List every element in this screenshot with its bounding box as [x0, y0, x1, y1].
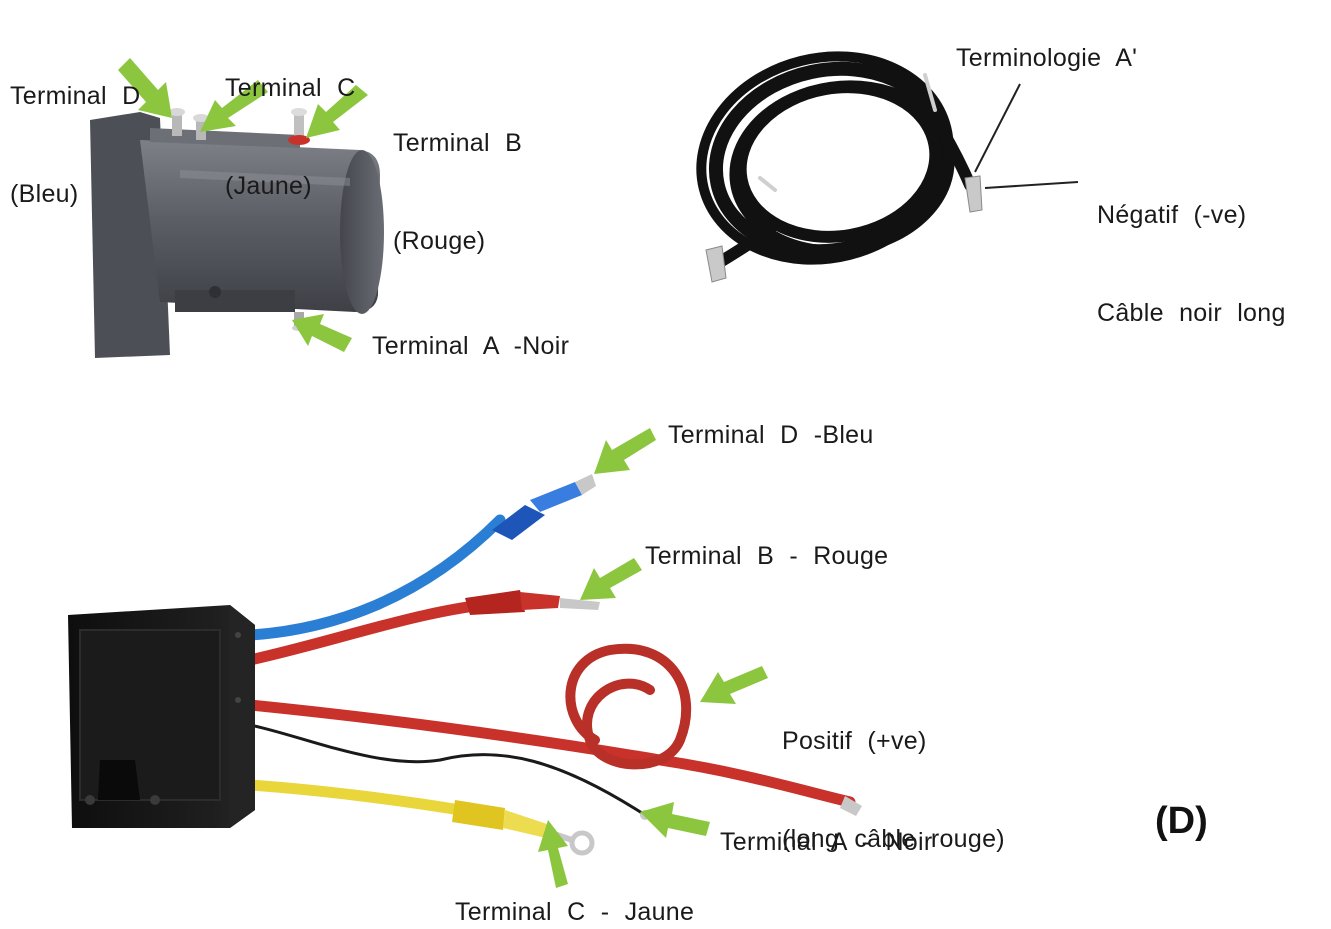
motor-end-cap [340, 150, 384, 314]
label-cable-terminologie: Terminologie A' [956, 44, 1138, 72]
arrow-icon [580, 558, 642, 600]
control-box [68, 605, 255, 828]
label-motor-terminal-b: Terminal B (Rouge) [393, 62, 522, 290]
label-motor-terminal-c: Terminal C (Jaune) [225, 7, 355, 235]
blue-connector [492, 505, 545, 540]
motor-terminal-c [193, 114, 209, 140]
wire-red-positive [244, 699, 856, 808]
label-line: Négatif (-ve) [1097, 201, 1247, 229]
figure-id: (D) [1155, 800, 1208, 842]
wire-yellow [244, 779, 466, 816]
label-line: (Rouge) [393, 226, 486, 255]
box-wires [244, 514, 856, 817]
label-box-positif: Positif (+ve) (long câble rouge) [782, 660, 1005, 888]
arrow-icon [640, 802, 710, 838]
cable-lug [964, 175, 983, 213]
arrow-icon [538, 820, 568, 888]
label-line: Positif (+ve) [782, 727, 927, 755]
wire-black [248, 723, 647, 817]
label-line: (Jaune) [225, 171, 312, 200]
label-box-terminal-d: Terminal D -Bleu [668, 421, 874, 449]
wire-red-loop [565, 643, 692, 770]
arrow-icon [118, 58, 172, 118]
label-line: (Bleu) [10, 179, 79, 208]
wire-blue [244, 514, 506, 641]
winch-motor [90, 108, 384, 358]
red-lug [840, 796, 862, 816]
label-line: Terminal D [10, 82, 141, 110]
arrow-icon [594, 428, 656, 474]
motor-terminal-b [288, 108, 310, 145]
yellow-ring-lug [569, 830, 595, 856]
arrow-icon [306, 85, 368, 138]
label-line: Terminal B [393, 129, 523, 157]
cable-pointer-lines [974, 83, 1079, 189]
arrow-icon [292, 314, 352, 352]
red-connector [465, 590, 525, 615]
motor-foot [175, 290, 295, 312]
yellow-connector [452, 800, 505, 830]
box-arrows [538, 428, 768, 888]
label-line: Terminal C [225, 74, 356, 102]
label-box-terminal-a: Terminal A - Noir [720, 828, 933, 856]
label-box-terminal-b: Terminal B - Rouge [645, 542, 889, 570]
label-motor-terminal-d: Terminal D (Bleu) [10, 15, 140, 243]
cable-lugs [705, 175, 983, 283]
motor-arrows [118, 58, 368, 352]
motor-terminal-d [169, 108, 185, 136]
label-line: (long câble rouge) [782, 824, 1005, 853]
label-cable-negatif: Négatif (-ve) Câble noir long [1097, 134, 1286, 362]
label-motor-terminal-a: Terminal A -Noir [372, 332, 570, 360]
label-line: Câble noir long [1097, 298, 1286, 327]
wire-ends [452, 474, 862, 856]
arrow-icon [200, 80, 268, 132]
black-cable-coil [696, 51, 976, 268]
cable-lug [705, 245, 727, 283]
label-box-terminal-c: Terminal C - Jaune [455, 898, 695, 926]
arrow-icon [700, 666, 768, 704]
